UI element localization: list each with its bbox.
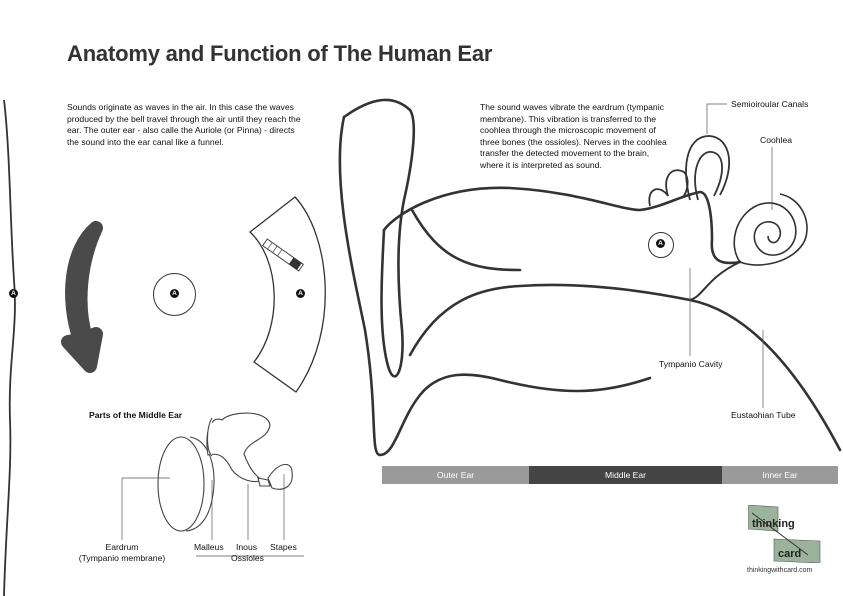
bell-sketch bbox=[261, 238, 305, 272]
logo-line1: thinking bbox=[752, 518, 795, 530]
middle-ear-heading: Parts of the Middle Ear bbox=[89, 410, 183, 420]
middle-ear-sketch bbox=[157, 412, 293, 532]
eardrum-sublabel: (Tympanio membrane) bbox=[78, 553, 166, 563]
stapes-label: Stapes bbox=[270, 542, 297, 552]
eustachian-label: Eustaohian Tube bbox=[731, 410, 796, 420]
left-edge-curve bbox=[3, 99, 16, 596]
incus-label: Inous bbox=[236, 542, 258, 552]
middle-ear-leader-lines bbox=[121, 474, 304, 557]
function-paragraph: The sound waves vibrate the eardrum (tym… bbox=[480, 102, 667, 170]
cochlea-label: Coohlea bbox=[760, 135, 793, 145]
cochlea-spiral bbox=[733, 193, 808, 266]
ear-cross-section bbox=[338, 98, 842, 457]
logo-line2: card bbox=[778, 548, 801, 560]
section-inner-ear: Inner Ear bbox=[722, 466, 838, 484]
eardrum-label: Eardrum bbox=[105, 542, 139, 552]
curved-band bbox=[248, 196, 326, 393]
ossicles-label: Ossioles bbox=[231, 553, 264, 563]
intro-paragraph: Sounds originate as waves in the air. In… bbox=[67, 102, 301, 147]
section-middle-ear: Middle Ear bbox=[529, 466, 722, 484]
ear-leader-lines bbox=[689, 103, 773, 408]
section-outer-ear: Outer Ear bbox=[382, 466, 529, 484]
marker-a-band: A bbox=[296, 289, 305, 298]
rotation-arrow bbox=[61, 221, 103, 373]
tympanic-cavity-label: Tympanio Cavity bbox=[659, 359, 723, 369]
marker-a-left: A bbox=[9, 289, 18, 298]
logo-url: thinkingwithcard.com bbox=[747, 567, 813, 574]
marker-a-ear: A bbox=[656, 239, 665, 248]
semicircular-canals bbox=[648, 135, 731, 207]
marker-a-center: A bbox=[170, 289, 179, 298]
page-title: Anatomy and Function of The Human Ear bbox=[67, 41, 493, 66]
semicircular-label: Semioiroular Canals bbox=[731, 99, 809, 109]
malleus-label: Malleus bbox=[194, 542, 224, 552]
thinking-card-logo: thinking card bbox=[748, 505, 821, 563]
